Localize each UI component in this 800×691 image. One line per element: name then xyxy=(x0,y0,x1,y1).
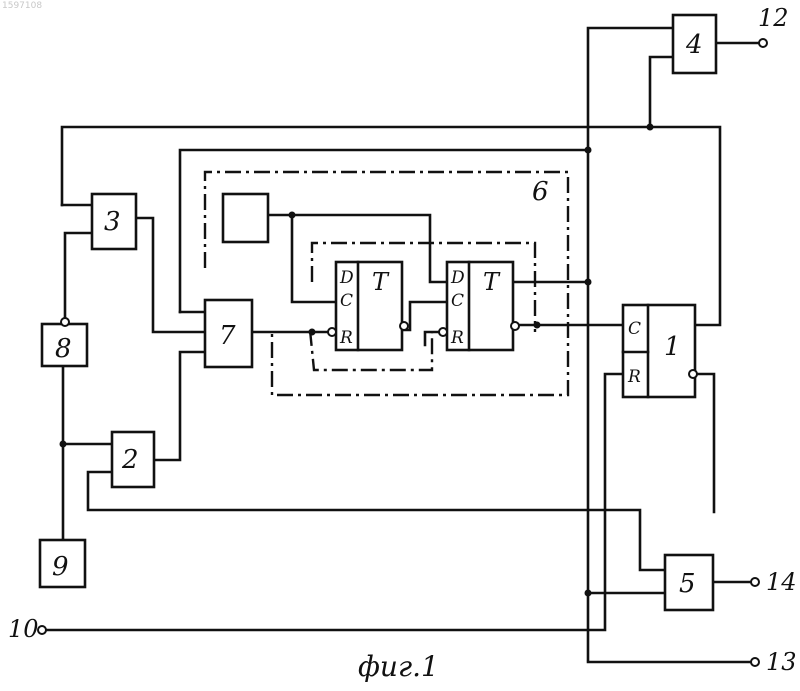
svg-text:C: C xyxy=(628,319,641,339)
b8-b3 xyxy=(65,233,92,322)
block-9: 9 xyxy=(40,540,85,587)
svg-text:D: D xyxy=(339,268,354,288)
patent-number: 1597108 xyxy=(2,1,42,11)
block-empty xyxy=(223,194,268,242)
svg-text:C: C xyxy=(340,291,353,311)
svg-text:C: C xyxy=(451,291,464,311)
svg-text:T: T xyxy=(372,268,390,296)
terminal-13: 13 xyxy=(751,648,797,676)
svg-text:R: R xyxy=(339,328,353,348)
svg-text:4: 4 xyxy=(685,30,703,60)
flipflop-t1: D C R T xyxy=(328,262,408,350)
terminal-10: 10 xyxy=(8,615,46,643)
svg-text:5: 5 xyxy=(679,569,696,599)
svg-text:8: 8 xyxy=(55,334,72,364)
svg-text:7: 7 xyxy=(219,321,236,351)
block-3: 3 xyxy=(92,194,136,249)
t1-t2 xyxy=(404,302,447,330)
svg-text:3: 3 xyxy=(104,207,121,237)
flipflop-t2: D C R T xyxy=(439,262,519,350)
block-1: C R 1 xyxy=(623,305,697,397)
junctions xyxy=(60,124,654,597)
block-4: 4 xyxy=(673,15,716,73)
svg-text:D: D xyxy=(450,268,465,288)
box-d1 xyxy=(268,215,336,302)
b2-b7 xyxy=(153,352,205,460)
b4-input-b xyxy=(650,57,673,127)
svg-text:9: 9 xyxy=(52,552,69,582)
b1-b5 xyxy=(697,374,714,512)
terminal-12: 12 xyxy=(758,4,789,47)
label-6: 6 xyxy=(532,177,549,207)
block-5: 5 xyxy=(665,555,713,610)
svg-text:T: T xyxy=(483,268,501,296)
b2-lower-loop xyxy=(88,472,665,570)
block-7: 7 xyxy=(205,300,252,367)
svg-text:13: 13 xyxy=(766,648,797,676)
svg-text:R: R xyxy=(627,367,641,387)
block-8: 8 xyxy=(42,324,87,366)
svg-text:14: 14 xyxy=(766,568,797,596)
b3-b7 xyxy=(136,218,205,332)
figure-caption: фиг.1 xyxy=(358,650,439,683)
svg-text:10: 10 xyxy=(8,615,39,643)
b1-r xyxy=(44,374,623,630)
svg-text:12: 12 xyxy=(758,4,789,32)
svg-text:R: R xyxy=(450,328,464,348)
terminal-14: 14 xyxy=(751,568,797,596)
svg-text:1: 1 xyxy=(664,332,681,362)
block-2: 2 xyxy=(112,432,154,487)
svg-text:2: 2 xyxy=(121,445,139,475)
